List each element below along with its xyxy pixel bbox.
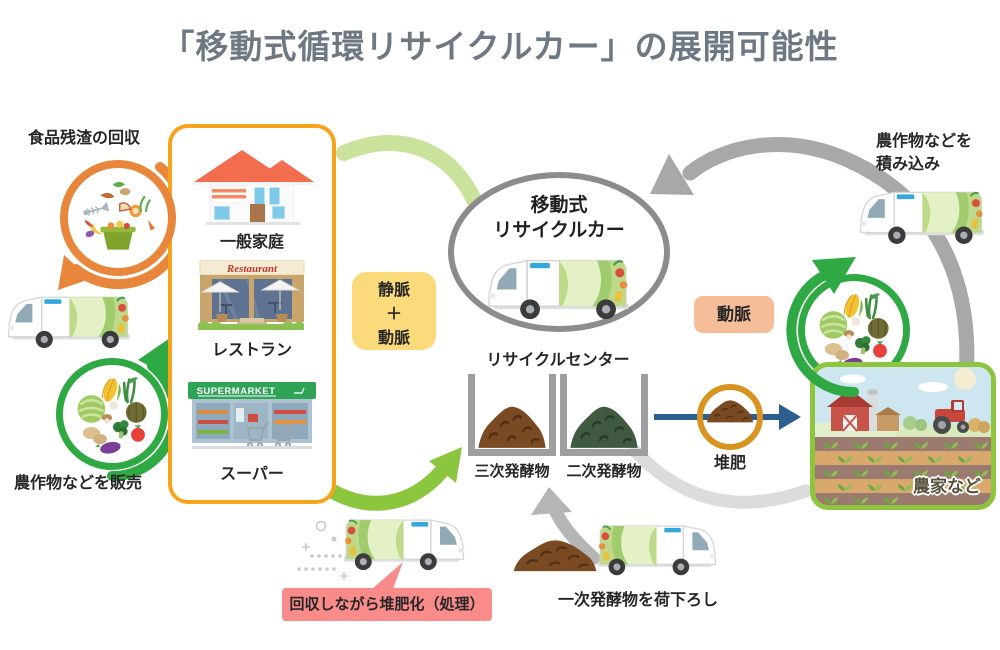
supermarket-icon: SUPERMARKET: [188, 382, 316, 449]
recycle-van-icon: [6, 288, 138, 354]
compost-circle: [697, 384, 763, 450]
compost-bin-tertiary: [468, 374, 556, 456]
recycle-van-icon: [590, 517, 718, 581]
supermarket-sign-text: SUPERMARKET: [197, 386, 276, 397]
light-green-arc: [336, 134, 482, 208]
mobile-car-label: 移動式 リサイクルカー: [454, 194, 664, 243]
unload-label: 一次発酵物を荷下ろし: [558, 592, 719, 609]
recycle-van-right: [858, 183, 992, 255]
recycle-van-bottom-left: [336, 511, 466, 581]
artery-line: 動脈: [377, 330, 410, 347]
tertiary-ferment-label: 三次発酵物: [474, 463, 550, 480]
recycle-van-icon-center: [486, 250, 638, 326]
compost-pile: [512, 530, 598, 572]
page-title: 「移動式循環リサイクルカー」の展開可能性: [161, 28, 839, 65]
vein-line: 静脈: [377, 282, 410, 299]
mobile-car-label-line1: 移動式: [530, 195, 588, 216]
load-produce-label: 農作物などを 積み込み: [876, 130, 972, 176]
secondary-ferment-label: 二次発酵物: [566, 463, 642, 480]
food-waste-collection-label: 食品残渣の回収: [28, 130, 141, 147]
vegetables-circle-left: [56, 358, 168, 470]
vegetables-icon: [69, 371, 155, 457]
compost-mound-icon: [512, 530, 598, 572]
compost-label: 堆肥: [713, 455, 746, 472]
restaurant-icon: Restaurant: [198, 260, 305, 330]
food-scraps-icon: [74, 174, 162, 262]
mobile-recycle-car-ellipse: 移動式 リサイクルカー: [448, 172, 670, 332]
recycle-van-bottom-center: [590, 517, 718, 586]
vein-artery-badge: 静脈 ＋ 動脈: [352, 272, 436, 350]
waste-sources-box: 一般家庭 Restaurant レストラン SUPERMARKET: [168, 124, 336, 504]
restaurant-sign-text: Restaurant: [226, 263, 278, 275]
recycle-van-icon: [858, 183, 992, 250]
compost-bin-secondary: [560, 374, 648, 456]
load-produce-line1: 農作物などを: [876, 133, 973, 150]
sell-produce-label: 農作物などを販売: [14, 475, 143, 492]
house-icon: [192, 150, 316, 225]
recycle-van-left: [6, 288, 138, 359]
mobile-car-label-line2: リサイクルカー: [493, 219, 625, 241]
process-label: 回収しながら堆肥化（処理）: [282, 588, 492, 621]
farm-box: 農家など: [810, 362, 996, 510]
lime-arrow: [322, 447, 462, 511]
artery-badge: 動脈: [694, 296, 774, 333]
plus-line: ＋: [385, 306, 402, 323]
compost-mound-icon: [706, 393, 754, 423]
vegetables-icon: [811, 287, 897, 373]
farm-label: 農家など: [913, 477, 981, 496]
restaurant-label: レストラン: [211, 342, 292, 359]
compost-mound-green: [569, 393, 639, 449]
supermarket-label: スーパー: [220, 466, 284, 483]
food-waste-circle: [60, 160, 176, 276]
recycle-center-title: リサイクルセンター: [486, 352, 630, 369]
recycle-van-icon: [336, 511, 466, 576]
load-produce-line2: 積み込み: [876, 156, 941, 174]
compost-mound-brown: [477, 393, 547, 449]
household-label: 一般家庭: [219, 234, 284, 251]
